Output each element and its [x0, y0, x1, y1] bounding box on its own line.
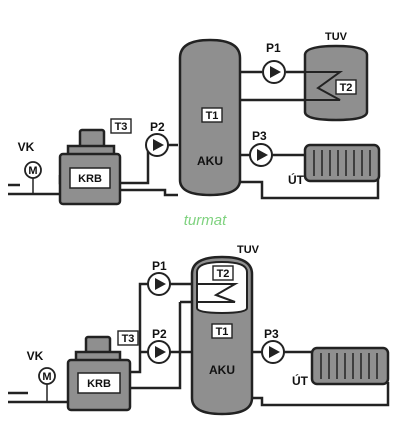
t2-sensor — [212, 265, 234, 281]
pipe-krb-return — [120, 188, 178, 197]
krb-label-box — [77, 372, 121, 394]
krb-label: KRB — [78, 173, 102, 185]
p2-label: P2 — [150, 120, 165, 134]
p2-label: P2 — [152, 327, 167, 341]
watermark: turmat — [184, 212, 227, 229]
p3-label: P3 — [252, 129, 267, 143]
ut-radiator-fins — [313, 150, 371, 176]
tuv-coil — [197, 283, 239, 303]
pipe-ut-return — [240, 178, 380, 200]
krb-label-box — [69, 167, 111, 189]
tuv-label: TUV — [325, 31, 348, 43]
t3-label: T3 — [115, 121, 128, 133]
diagram-top: T1 AKU T2 TUV P1 P2 P3 KRB T3 M VK — [8, 31, 381, 206]
vk-label: VK — [18, 140, 35, 154]
p2-arrow-icon — [153, 139, 164, 151]
t1-sensor — [201, 107, 223, 123]
krb-chimney — [84, 335, 112, 355]
p3-label: P3 — [264, 327, 279, 341]
aku-label: AKU — [197, 154, 223, 168]
vk-motor-label: M — [42, 371, 51, 383]
pipe-ut-return — [252, 382, 390, 407]
t2-sensor — [335, 79, 357, 95]
t1-sensor — [211, 323, 233, 339]
p3-arrow-icon — [257, 149, 268, 161]
p1-label: P1 — [266, 41, 281, 55]
vk-motor-label: M — [28, 165, 37, 177]
vk-motor-icon — [24, 161, 42, 179]
vk-label: VK — [27, 349, 44, 363]
t3-sensor — [117, 330, 139, 346]
p1-arrow-icon — [270, 66, 281, 78]
p2-arrow-icon — [155, 346, 166, 358]
aku-label: AKU — [209, 363, 235, 377]
t2-label: T2 — [340, 82, 353, 94]
p1-label: P1 — [152, 259, 167, 273]
p3-arrow-icon — [269, 346, 280, 358]
tuv-label: TUV — [237, 244, 260, 256]
t2-label: T2 — [217, 268, 230, 280]
ut-label: ÚT — [288, 172, 305, 187]
krb-label: KRB — [87, 378, 111, 390]
p1-arrow-icon — [155, 278, 166, 290]
vk-motor-icon — [38, 367, 56, 385]
t1-label: T1 — [216, 326, 229, 338]
ut-radiator-fins — [320, 353, 378, 379]
diagram-bottom: T2 TUV T1 AKU P1 P2 P3 KRB T3 M VK — [8, 244, 390, 416]
ut-radiator — [303, 143, 381, 183]
ut-label: ÚT — [292, 373, 309, 388]
pipe-krb-p1 — [130, 282, 148, 374]
tuv-coil — [305, 71, 344, 101]
t3-label: T3 — [122, 333, 135, 345]
t3-sensor — [110, 118, 132, 134]
t1-label: T1 — [206, 110, 219, 122]
tuv-inner-tank — [196, 260, 248, 315]
